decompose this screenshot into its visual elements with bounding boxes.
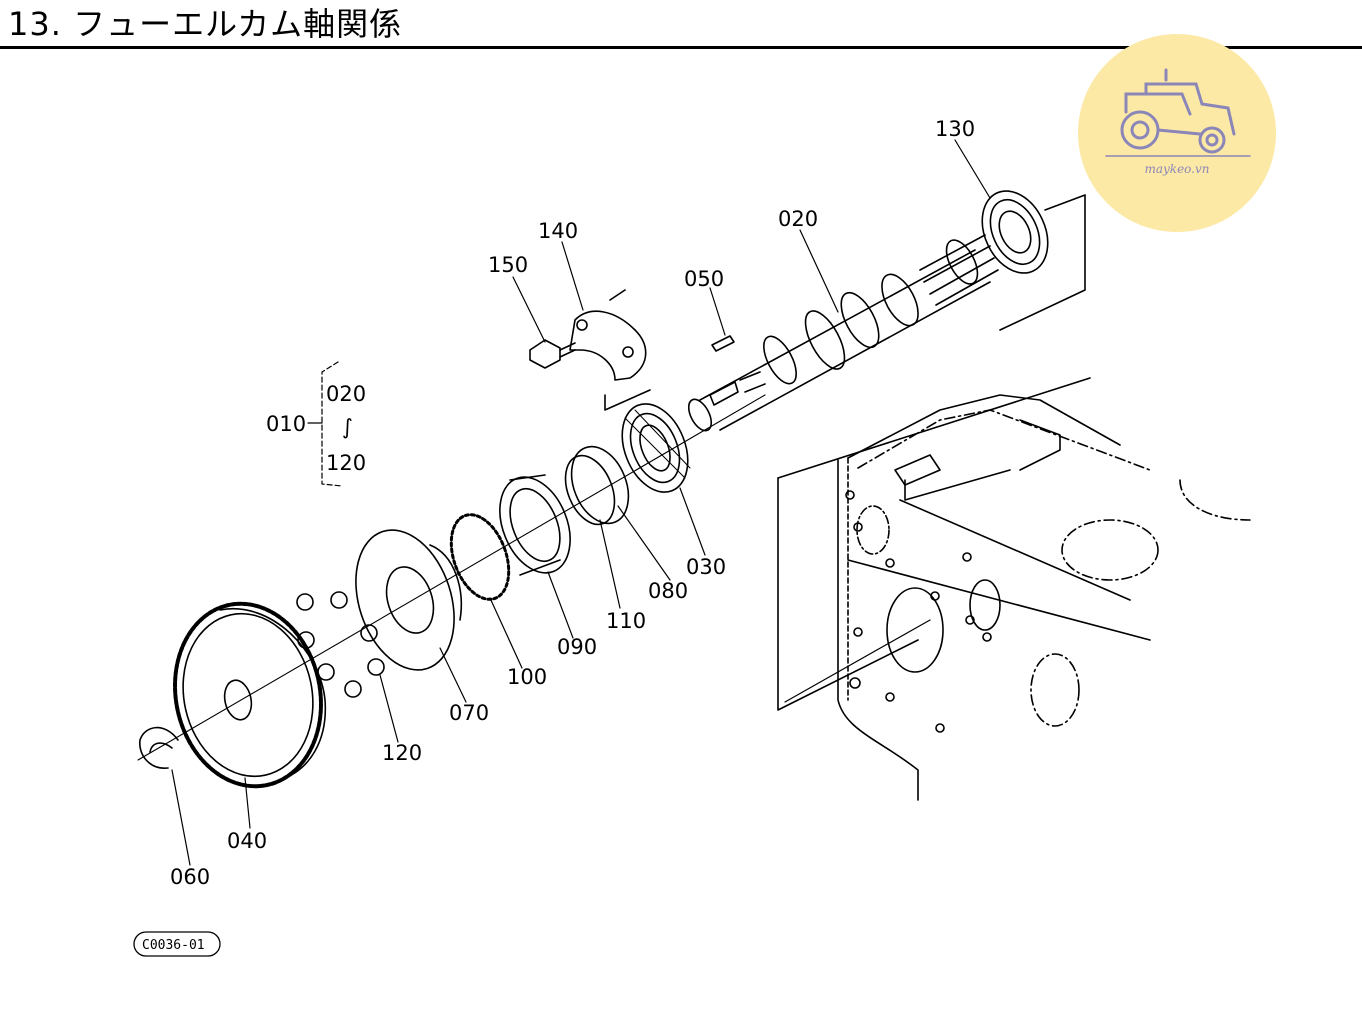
tractor-icon bbox=[1105, 68, 1251, 157]
callout-020: 020 bbox=[778, 207, 818, 231]
callout-100: 100 bbox=[507, 665, 547, 689]
circlip-060-drawing bbox=[139, 726, 179, 769]
ring-110-drawing bbox=[564, 454, 616, 526]
callout-060: 060 bbox=[170, 865, 210, 889]
center-axis-line bbox=[137, 394, 766, 761]
page-title: 13. フューエルカム軸関係 bbox=[8, 5, 403, 43]
ring-080-drawing bbox=[570, 445, 630, 525]
assembly-range-separator: ∫ bbox=[342, 415, 353, 439]
balls-120-drawing bbox=[296, 591, 385, 698]
key-050-drawing bbox=[711, 335, 735, 352]
callout-090: 090 bbox=[557, 635, 597, 659]
bearing-130-drawing bbox=[981, 190, 1086, 331]
title-divider bbox=[0, 46, 1362, 49]
seal-090-drawing bbox=[499, 474, 571, 576]
logo-text: maykeo.vn bbox=[1144, 162, 1210, 176]
assembly-label-010: 010 bbox=[266, 412, 306, 436]
figure-code: C0036-01 bbox=[142, 938, 205, 953]
callout-050: 050 bbox=[684, 267, 724, 291]
camshaft-020-drawing bbox=[687, 234, 999, 432]
bolt-150-drawing bbox=[529, 339, 576, 369]
assembly-range-end: 120 bbox=[326, 451, 366, 475]
callout-080: 080 bbox=[648, 579, 688, 603]
callout-040: 040 bbox=[227, 829, 267, 853]
callout-120: 120 bbox=[382, 741, 422, 765]
site-logo: maykeo.vn bbox=[1078, 34, 1276, 232]
callout-130: 130 bbox=[935, 117, 975, 141]
callout-070: 070 bbox=[449, 701, 489, 725]
bearing-030-drawing bbox=[621, 403, 691, 493]
callout-110: 110 bbox=[606, 609, 646, 633]
assembly-range-start: 020 bbox=[326, 382, 366, 406]
assembly-bracket bbox=[307, 361, 343, 487]
leader-lines bbox=[171, 139, 991, 866]
housing-drawing bbox=[777, 377, 1251, 801]
ball-ring-100-drawing bbox=[449, 513, 511, 601]
gear-040-drawing bbox=[173, 601, 327, 789]
figure-code-box bbox=[133, 931, 221, 957]
retainer-140-drawing bbox=[569, 289, 651, 411]
callout-150: 150 bbox=[488, 253, 528, 277]
callout-030: 030 bbox=[686, 555, 726, 579]
callout-140: 140 bbox=[538, 219, 578, 243]
exploded-parts-diagram: 130 140 150 050 020 030 080 110 090 100 … bbox=[133, 117, 1251, 957]
